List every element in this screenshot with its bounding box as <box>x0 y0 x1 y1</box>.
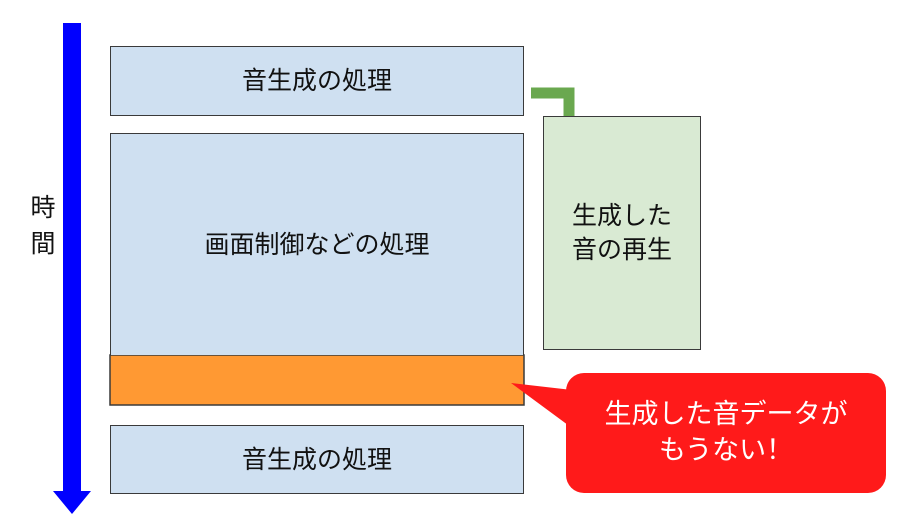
time-axis-label-char-2: 間 <box>30 229 56 259</box>
callout-line-1: 生成した音データが <box>604 398 848 430</box>
sound-generation-block-top: 音生成の処理 <box>110 46 524 116</box>
time-axis-label: 時 間 <box>28 190 58 263</box>
callout-text: 生成した音データが もうない！ <box>566 373 886 493</box>
time-arrow-shaft <box>63 23 81 493</box>
callout-body <box>566 373 886 493</box>
error-callout <box>511 373 886 493</box>
time-arrow-head <box>53 491 91 514</box>
playback-label-line-2: 音の再生 <box>571 235 672 264</box>
sound-playback-block: 生成した 音の再生 <box>543 116 701 350</box>
sound-generation-bottom-label: 音生成の処理 <box>241 444 392 474</box>
screen-control-label: 画面制御などの処理 <box>204 229 430 259</box>
callout-line-2: もうない！ <box>658 435 794 466</box>
screen-control-block: 画面制御などの処理 <box>110 133 524 355</box>
callout-pointer <box>511 383 572 428</box>
time-arrow <box>53 23 91 514</box>
playback-label-line-1: 生成した <box>571 201 672 231</box>
sound-generation-block-bottom: 音生成の処理 <box>110 425 524 494</box>
sound-generation-top-label: 音生成の処理 <box>241 66 392 96</box>
underrun-band <box>109 354 525 406</box>
time-axis-label-char-1: 時 <box>30 193 56 222</box>
handoff-arrow-line <box>531 87 575 122</box>
